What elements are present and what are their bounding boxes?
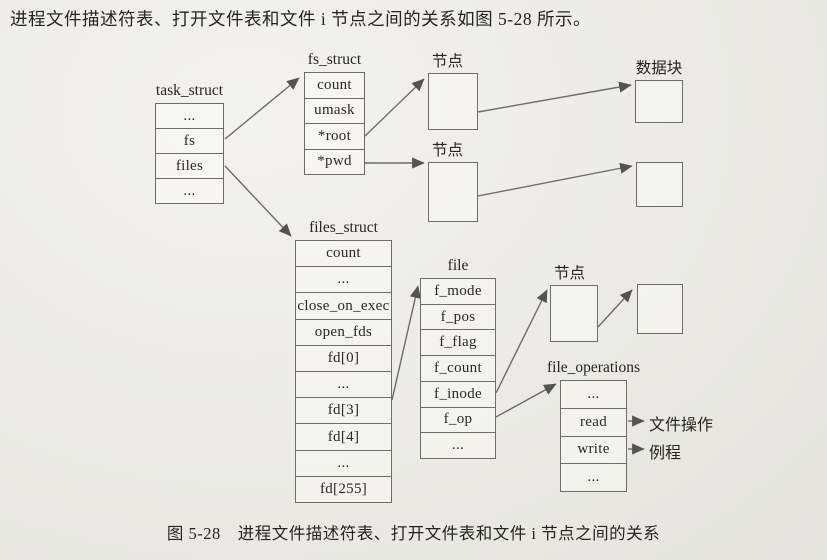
struct-row: ... — [421, 432, 495, 458]
data-block-box-2 — [636, 162, 683, 207]
struct-row: ... — [587, 385, 600, 402]
struct-row: f_op — [421, 406, 495, 433]
struct-row: fd[3] — [296, 397, 391, 423]
struct-row: ... — [183, 107, 196, 124]
struct-row: write — [561, 435, 626, 464]
fs-struct-title: fs_struct — [307, 51, 362, 68]
struct-row: *pwd — [305, 148, 364, 175]
inode-box-3: 节点 — [550, 265, 598, 342]
struct-row: ... — [296, 371, 391, 397]
figure-caption: 图 5-28 进程文件描述符表、打开文件表和文件 i 节点之间的关系 — [166, 524, 661, 543]
write-target-label: 例程 — [649, 445, 682, 462]
struct-row: fd[255] — [296, 475, 391, 502]
struct-row: *root — [305, 123, 364, 149]
struct-row: umask — [305, 97, 364, 124]
inode3-target-box — [637, 284, 683, 334]
data-block-label: 数据块 — [635, 60, 683, 77]
arrow-root-to-inode1 — [364, 78, 425, 137]
inode-box-2: 节点 — [428, 142, 478, 222]
inode-box-2-label: 节点 — [432, 142, 464, 159]
arrow-inode1-to-datablock1 — [477, 81, 632, 113]
inode-box-1: 节点 — [428, 53, 478, 130]
struct-row: files — [156, 153, 223, 178]
struct-row: read — [561, 407, 626, 436]
fs-struct: fs_struct count umask*root*pwd — [304, 51, 365, 175]
file-operations-title: file_operations — [547, 359, 640, 376]
arrow-files-to-files-struct — [224, 165, 292, 237]
struct-row: ... — [296, 266, 391, 292]
struct-row: f_flag — [421, 329, 495, 355]
struct-row: count — [326, 245, 361, 262]
struct-row: f_pos — [421, 303, 495, 330]
struct-row: fs — [156, 128, 223, 153]
arrow-fop-to-file-operations — [495, 383, 557, 418]
intro-text: 进程文件描述符表、打开文件表和文件 i 节点之间的关系如图 5-28 所示。 — [10, 9, 591, 29]
struct-row: count — [317, 76, 352, 93]
inode-box-3-label: 节点 — [554, 265, 586, 282]
struct-row: f_mode — [434, 282, 482, 299]
fs-struct-rows: count umask*root*pwd — [304, 72, 365, 175]
struct-row: close_on_exec — [296, 292, 391, 318]
struct-row: fd[0] — [296, 344, 391, 371]
task-struct-title: task_struct — [155, 82, 224, 99]
file-struct-title: file — [447, 257, 469, 274]
arrow-inode3-to-block — [597, 289, 633, 328]
arrow-fd3-to-file — [391, 285, 421, 401]
read-target-label: 文件操作 — [649, 417, 714, 434]
arrow-fs-to-fs-struct — [224, 77, 300, 140]
struct-row: open_fds — [296, 318, 391, 345]
struct-row: ... — [156, 178, 223, 203]
files-struct-title: files_struct — [309, 219, 378, 236]
data-block-box-1: 数据块 — [635, 60, 683, 123]
struct-row: fd[4] — [296, 423, 391, 449]
arrow-finode-to-inode3 — [495, 289, 548, 394]
inode-box-1-label: 节点 — [432, 53, 464, 70]
struct-row: f_count — [421, 355, 495, 381]
struct-row: ... — [561, 463, 626, 491]
struct-row: f_inode — [421, 380, 495, 407]
arrow-inode2-to-datablock2 — [477, 162, 633, 197]
struct-row: ... — [296, 449, 391, 476]
